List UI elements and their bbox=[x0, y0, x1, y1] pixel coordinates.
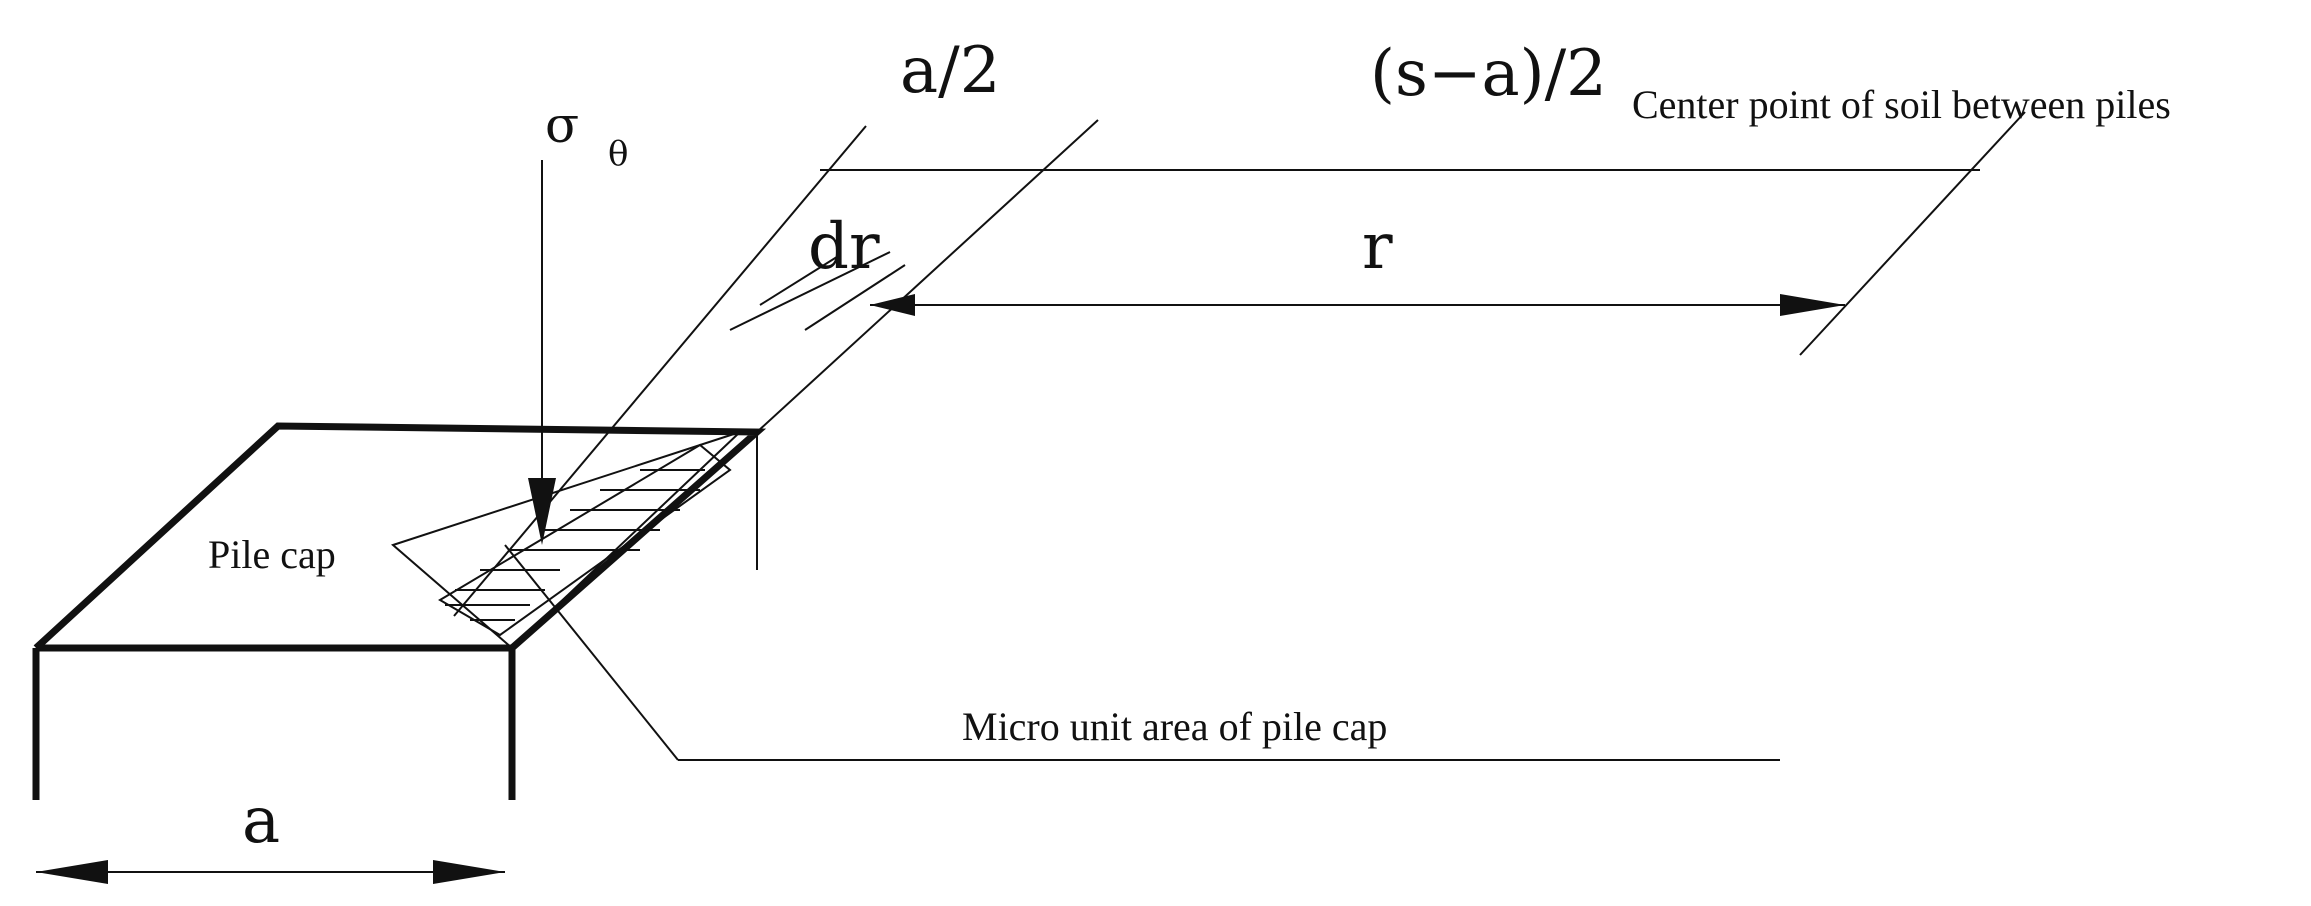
label-a: a bbox=[242, 784, 280, 858]
label-half-a: a/2 bbox=[900, 34, 1000, 108]
micro-unit-area bbox=[391, 431, 741, 650]
width-dimension bbox=[36, 860, 505, 884]
label-half-gap: (s−a)/2 bbox=[1370, 37, 1607, 111]
stress-arrow bbox=[528, 160, 556, 545]
dimension-arrows bbox=[870, 294, 1845, 316]
label-dr: dr bbox=[808, 210, 880, 284]
pile-cap-block bbox=[32, 422, 767, 800]
label-micro-unit: Micro unit area of pile cap bbox=[962, 704, 1387, 749]
label-r: r bbox=[1362, 210, 1393, 284]
label-sigma: σ bbox=[545, 96, 579, 154]
extension-lines bbox=[453, 111, 2026, 617]
leader-lines bbox=[504, 544, 1780, 761]
label-center-point: Center point of soil between piles bbox=[1632, 82, 2171, 127]
label-pile-cap: Pile cap bbox=[208, 532, 336, 577]
label-theta: θ bbox=[608, 134, 628, 174]
